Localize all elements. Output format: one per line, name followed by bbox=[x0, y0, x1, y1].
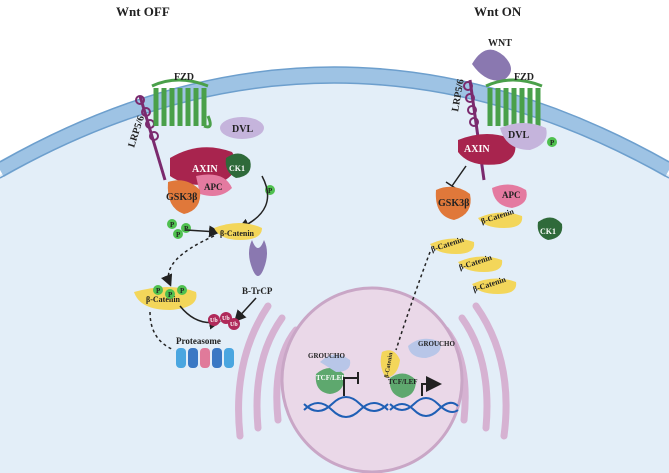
gsk3b-label-off: GSK3β bbox=[166, 192, 197, 203]
svg-text:P: P bbox=[180, 287, 185, 295]
dvl-label-on: DVL bbox=[508, 130, 529, 141]
wnt-on-header: Wnt ON bbox=[474, 4, 522, 19]
svg-text:P: P bbox=[176, 231, 181, 239]
transcription-off: TCF/LEF GROUCHO bbox=[303, 352, 389, 418]
active-transcription-arrow-on bbox=[421, 376, 442, 396]
tcf-lef-label-on: TCF/LEF bbox=[388, 378, 418, 386]
wnt-label-on: WNT bbox=[488, 38, 512, 49]
dvl-on bbox=[500, 123, 547, 150]
proteasome-label-off: Proteasome bbox=[176, 336, 221, 346]
beta-catenin-label-off-1: β-Catenin bbox=[220, 229, 255, 238]
btrcp-arrow-off bbox=[233, 297, 257, 323]
axin-label-on: AXIN bbox=[464, 144, 490, 155]
cell-membrane bbox=[0, 67, 669, 177]
membrane-inner-line bbox=[0, 82, 669, 179]
beta-catenin-off-1: β-Catenin bbox=[214, 223, 262, 240]
gsk3b-label-on: GSK3β bbox=[438, 198, 469, 209]
phospho-groups-off: P P P P bbox=[167, 185, 275, 239]
dna-on bbox=[389, 397, 459, 417]
beta-catenin-off-2: β-Catenin P P P bbox=[134, 285, 197, 310]
membrane-outer-line bbox=[0, 66, 669, 163]
dashed-path-to-nucleus-on bbox=[395, 251, 431, 351]
axin-on bbox=[458, 134, 516, 165]
btrcp-off: B-TrCP bbox=[242, 240, 273, 296]
fzd-label-off: FZD bbox=[174, 72, 194, 83]
ck1-off bbox=[225, 153, 251, 178]
dna-off bbox=[303, 396, 389, 418]
repressed-promoter-off bbox=[343, 372, 359, 396]
wnt-off-header: Wnt OFF bbox=[116, 4, 170, 19]
apc-label-on: APC bbox=[502, 190, 521, 200]
svg-text:P: P bbox=[168, 291, 173, 299]
svg-text:P: P bbox=[156, 287, 161, 295]
gsk3b-on: GSK3β bbox=[435, 186, 471, 220]
transcription-on: β-Catenin TCF/LEF GROUCHO bbox=[380, 338, 459, 417]
destruction-complex-off: AXIN APC CK1 GSK3β bbox=[166, 147, 251, 214]
ck1-label-off: CK1 bbox=[229, 164, 245, 173]
gsk3b-off bbox=[167, 180, 201, 214]
btrcp-label-off: B-TrCP bbox=[242, 286, 273, 296]
svg-text:Ub: Ub bbox=[222, 316, 230, 322]
dvl-label-off: DVL bbox=[232, 124, 253, 135]
beta-catenin-label-on-nuclear: β-Catenin bbox=[384, 352, 394, 379]
svg-text:P: P bbox=[268, 187, 273, 195]
signalosome-on: AXIN DVL P bbox=[458, 123, 557, 165]
svg-text:P: P bbox=[170, 221, 175, 229]
groucho-label-on: GROUCHO bbox=[418, 340, 456, 348]
beta-catenin-label-off-2: β-Catenin bbox=[146, 295, 181, 304]
groucho-label-off: GROUCHO bbox=[308, 352, 346, 360]
axin-off bbox=[170, 147, 237, 185]
wnt-ligand-on: WNT bbox=[472, 38, 512, 81]
ck1-on: CK1 bbox=[537, 217, 563, 240]
ck1-label-on: CK1 bbox=[540, 227, 556, 236]
proteasome-off: Proteasome bbox=[176, 336, 234, 368]
dashed-path-to-ubiquitination bbox=[161, 235, 215, 287]
dvl-off: DVL bbox=[220, 117, 264, 139]
axin-label-off: AXIN bbox=[192, 164, 218, 175]
svg-text:Ub: Ub bbox=[230, 322, 238, 328]
nucleus bbox=[280, 286, 464, 473]
fzd-receptor-off bbox=[151, 78, 212, 129]
apc-on: APC bbox=[492, 184, 527, 208]
svg-text:P: P bbox=[550, 139, 555, 147]
degradation-arrow-off bbox=[185, 225, 221, 238]
tcf-lef-label-off: TCF/LEF bbox=[316, 374, 346, 382]
dashed-path-to-proteasome bbox=[149, 311, 175, 351]
fzd-receptor-on bbox=[485, 78, 543, 126]
apc-off bbox=[196, 174, 232, 196]
ubiquitin-chain-off: Ub Ub Ub bbox=[208, 312, 240, 330]
beta-catenin-nuclear-on bbox=[380, 350, 400, 378]
fzd-label-on: FZD bbox=[514, 72, 534, 83]
svg-text:P: P bbox=[184, 225, 189, 233]
svg-text:Ub: Ub bbox=[210, 318, 218, 324]
apc-label-off: APC bbox=[204, 182, 223, 192]
